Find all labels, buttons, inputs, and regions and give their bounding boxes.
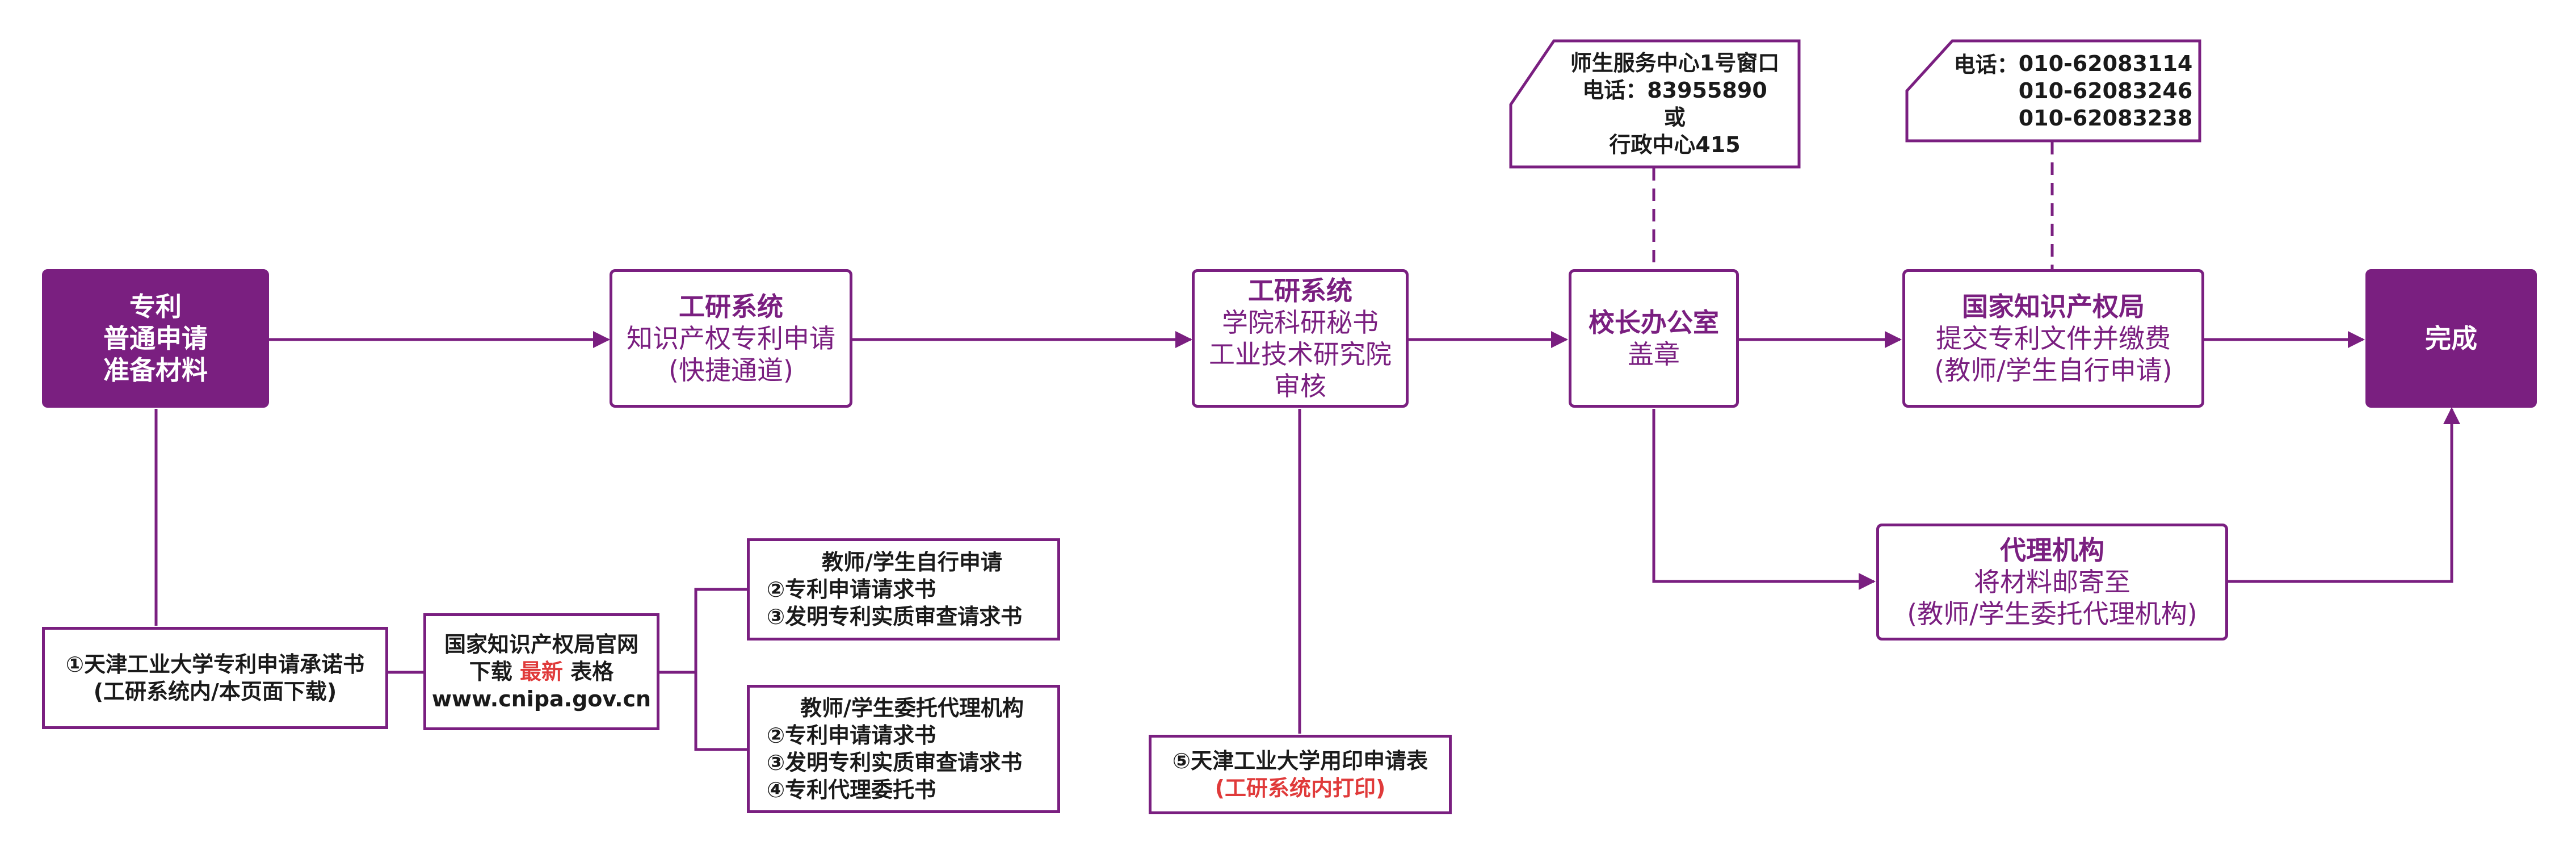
node-agency: 代理机构 将材料邮寄至 (教师/学生委托代理机构) [1876, 524, 2228, 640]
doc-self-apply-item-1: ②专利申请请求书 [767, 576, 936, 602]
node-start-line-2: 普通申请 [103, 323, 208, 354]
callout-cnipa-phone-numbers: 010-62083114 010-62083246 010-62083238 [2019, 50, 2193, 132]
node-gongyan-apply: 工研系统 知识产权专利申请 (快捷通道) [610, 269, 852, 408]
doc-download-url[interactable]: www.cnipa.gov.cn [431, 686, 652, 712]
doc-seal-form: ⑤天津工业大学用印申请表 (工研系统内打印) [1149, 735, 1452, 814]
arrow-office-to-agency [1652, 409, 1876, 590]
doc-download-prefix: 下载 [469, 659, 520, 684]
doc-self-apply: 教师/学生自行申请 ②专利申请请求书 ③发明专利实质审查请求书 [747, 538, 1060, 640]
callout-service-line-4: 行政中心415 [1609, 132, 1741, 158]
node-gongyan-review-line-2: 工业技术研究院 [1209, 339, 1392, 370]
doc-download-highlight: 最新 [519, 659, 563, 684]
callout-cnipa-phone: 电话： 010-62083114 010-62083246 010-620832… [1947, 41, 2200, 141]
doc-self-apply-item-2: ③发明专利实质审查请求书 [767, 604, 1023, 630]
node-start-line-1: 专利 [129, 291, 182, 322]
arrow-agency-to-done [2228, 407, 2460, 583]
node-start: 专利 普通申请 准备材料 [42, 269, 269, 408]
node-agency-title: 代理机构 [2000, 534, 2104, 566]
node-gongyan-review-title: 工研系统 [1248, 275, 1352, 306]
doc-commitment-line-1: ①天津工业大学专利申请承诺书 [65, 651, 365, 677]
doc-agency-apply-item-3: ④专利代理委托书 [767, 777, 936, 803]
callout-cnipa-phone-number-3: 010-62083238 [2018, 106, 2193, 131]
node-cnipa: 国家知识产权局 提交专利文件并缴费 (教师/学生自行申请) [1902, 269, 2204, 408]
doc-commitment: ①天津工业大学专利申请承诺书 (工研系统内/本页面下载) [42, 627, 388, 729]
node-president-office-title: 校长办公室 [1589, 307, 1719, 338]
callout-service-line-2: 电话：83955890 [1582, 77, 1767, 103]
node-gongyan-apply-title: 工研系统 [679, 291, 783, 322]
node-gongyan-apply-line-1: 知识产权专利申请 [627, 323, 835, 354]
node-cnipa-line-2: (教师/学生自行申请) [1934, 355, 2172, 386]
callout-cnipa-phone-label: 电话： [1953, 52, 2019, 77]
node-done: 完成 [2365, 269, 2537, 408]
node-agency-line-1: 将材料邮寄至 [1974, 566, 2130, 597]
callout-cnipa-phone-number-1: 010-62083114 [2018, 51, 2193, 76]
callout-service-line-3: 或 [1663, 105, 1686, 130]
callout-service-line-1: 师生服务中心1号窗口 [1570, 50, 1780, 76]
doc-seal-form-line-1: ⑤天津工业大学用印申请表 [1172, 748, 1428, 773]
node-gongyan-review-line-1: 学院科研秘书 [1222, 307, 1379, 338]
doc-download-line-2: 下载 最新 表格 [469, 658, 613, 685]
node-done-label: 完成 [2425, 323, 2477, 354]
node-gongyan-review: 工研系统 学院科研秘书 工业技术研究院 审核 [1192, 269, 1409, 408]
callout-service-center: 师生服务中心1号窗口 电话：83955890 或 行政中心415 [1511, 41, 1799, 167]
node-president-office: 校长办公室 盖章 [1569, 269, 1739, 408]
node-cnipa-title: 国家知识产权局 [1962, 291, 2145, 322]
node-agency-line-2: (教师/学生委托代理机构) [1907, 598, 2197, 630]
doc-agency-apply-item-1: ②专利申请请求书 [767, 722, 936, 748]
doc-seal-form-line-2: (工研系统内打印) [1215, 776, 1386, 801]
doc-download: 国家知识产权局官网 下载 最新 表格 www.cnipa.gov.cn [423, 613, 659, 730]
callout-cnipa-phone-number-2: 010-62083246 [2018, 78, 2193, 103]
node-president-office-line-1: 盖章 [1628, 339, 1680, 370]
node-gongyan-apply-line-2: (快捷通道) [669, 355, 793, 386]
doc-agency-apply-item-2: ③发明专利实质审查请求书 [767, 750, 1023, 775]
node-cnipa-line-1: 提交专利文件并缴费 [1936, 323, 2171, 354]
doc-download-suffix: 表格 [563, 659, 614, 684]
node-start-line-3: 准备材料 [103, 355, 208, 386]
doc-self-apply-heading: 教师/学生自行申请 [822, 549, 1002, 575]
doc-agency-apply-heading: 教师/学生委托代理机构 [800, 695, 1024, 721]
node-gongyan-review-line-3: 审核 [1274, 371, 1326, 402]
line-bracket-self [694, 588, 747, 751]
doc-commitment-line-2: (工研系统内/本页面下载) [93, 679, 337, 704]
doc-download-line-1: 国家知识产权局官网 [444, 631, 638, 657]
doc-agency-apply: 教师/学生委托代理机构 ②专利申请请求书 ③发明专利实质审查请求书 ④专利代理委… [747, 685, 1060, 813]
